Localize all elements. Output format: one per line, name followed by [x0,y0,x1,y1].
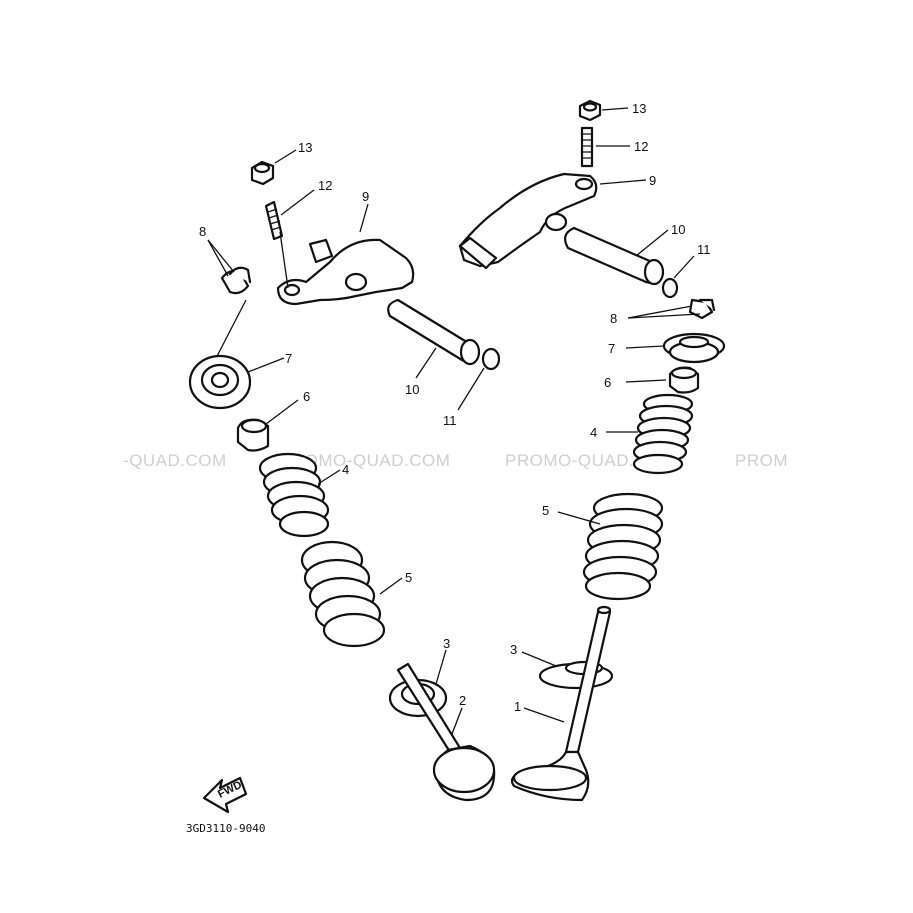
callout-left-6: 6 [303,389,310,404]
right-intake-valve: 1 [510,605,612,802]
callout-left-9: 9 [362,189,369,204]
forward-direction-arrow: FWD [202,776,248,814]
callout-right-9: 9 [649,173,656,188]
drawing-code: 3GD3110-9040 [186,822,265,835]
left-spring-retainer: 7 [188,351,292,410]
left-rocker-arm: 9 [276,189,415,306]
left-exhaust-valve: 2 [396,662,496,802]
callout-right-4: 4 [590,425,597,440]
callout-right-7: 7 [608,341,615,356]
callout-right-10: 10 [671,222,685,237]
right-valve-seal: 6 [604,366,700,394]
callout-left-13: 13 [298,140,312,155]
left-o-ring: 11 [443,347,501,428]
callout-left-5: 5 [405,570,412,585]
watermark-3: PROMO-QUAD.COM [505,451,675,470]
left-adjusting-screw: 12 [264,178,332,241]
callout-right-8: 8 [610,311,617,326]
callout-left-8: 8 [199,224,206,239]
watermark-1: -QUAD.COM [123,451,227,470]
callout-left-11: 11 [443,413,457,428]
right-outer-spring: 5 [542,492,664,601]
right-spring-retainer: 7 [608,332,726,364]
callout-left-4: 4 [342,462,349,477]
right-inner-spring: 4 [590,393,694,475]
watermark-row: -QUAD.COM PROMO-QUAD.COM PROMO-QUAD.COM … [123,451,788,470]
right-o-ring: 11 [661,242,711,299]
left-valve-seal: 6 [236,389,310,452]
left-nut: 13 [250,140,312,186]
callout-right-6: 6 [604,375,611,390]
right-rocker-shaft: 10 [563,222,685,286]
callout-left-2: 2 [459,693,466,708]
right-adjusting-screw: 12 [580,126,648,168]
left-valve-cotters: 8 [199,224,252,363]
callout-right-1: 1 [514,699,521,714]
callout-left-7: 7 [285,351,292,366]
callout-left-10: 10 [405,382,419,397]
callout-right-11: 11 [697,242,711,257]
right-valve-cotters: 8 [610,298,716,326]
watermark-4: PROM [735,451,788,470]
callout-right-5: 5 [542,503,549,518]
right-nut: 13 [578,99,646,122]
left-rocker-shaft: 10 [387,298,481,397]
callout-left-3: 3 [443,636,450,651]
callout-right-12: 12 [634,139,648,154]
left-outer-spring: 5 [300,540,412,648]
left-inner-spring: 4 [258,452,349,538]
callout-right-3: 3 [510,642,517,657]
callout-left-12: 12 [318,178,332,193]
watermark-2: PROMO-QUAD.COM [280,451,450,470]
callout-right-13: 13 [632,101,646,116]
right-rocker-arm: 9 [458,172,656,270]
